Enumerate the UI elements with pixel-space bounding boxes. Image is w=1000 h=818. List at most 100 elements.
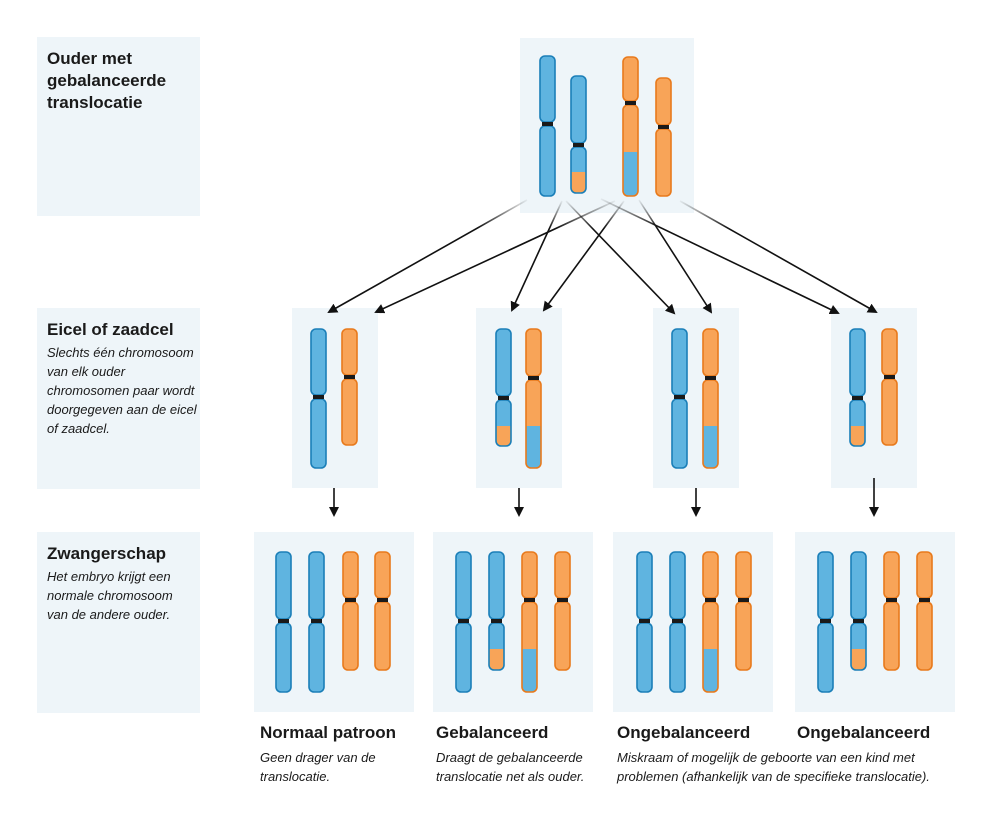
gamete-panel-3 bbox=[653, 308, 739, 488]
chromosome-arm bbox=[735, 551, 752, 599]
centromere bbox=[557, 598, 568, 602]
centromere bbox=[884, 375, 895, 379]
chromosome-arm bbox=[342, 551, 359, 599]
centromere bbox=[278, 619, 289, 623]
centromere bbox=[853, 619, 864, 623]
label-panel-pregnancy bbox=[37, 532, 200, 713]
chromosome-arm bbox=[883, 601, 900, 671]
outcome-title: Normaal patroon bbox=[260, 723, 397, 742]
chromosome-arm bbox=[636, 622, 653, 693]
chromosome-arm bbox=[554, 601, 571, 671]
arrow-parent-to-gamete-4 bbox=[679, 200, 878, 313]
chromosome-blue-long bbox=[310, 328, 327, 469]
arrow-parent-to-gamete-3 bbox=[565, 200, 676, 315]
chromosome-arm bbox=[455, 551, 472, 620]
chromosome-blue-long bbox=[455, 551, 472, 693]
arrow-parent-to-gamete-3 bbox=[638, 199, 713, 314]
outcome-description: Geen drager van de translocatie. bbox=[260, 750, 376, 784]
chromosome-arm bbox=[488, 622, 505, 671]
centromere bbox=[672, 619, 683, 623]
arrow-parent-to-gamete-1 bbox=[327, 199, 528, 313]
arrow-parent-to-gamete-4 bbox=[600, 198, 840, 315]
outcome-balanced: Gebalanceerd Draagt de gebalanceerde tra… bbox=[436, 722, 611, 786]
chromosome-arm bbox=[817, 622, 834, 693]
centromere bbox=[498, 396, 509, 400]
chromosome-arm bbox=[275, 622, 292, 693]
chromosome-arm bbox=[525, 328, 542, 377]
chromosome-arm bbox=[817, 551, 834, 620]
chromosome-blue-long bbox=[539, 55, 556, 197]
chromosome-arm bbox=[883, 551, 900, 599]
chromosome-orange-long bbox=[655, 77, 672, 197]
chromosome-orange-long bbox=[735, 551, 752, 671]
centromere bbox=[458, 619, 469, 623]
parent-label: Ouder met gebalanceerde translocatie bbox=[47, 48, 167, 114]
chromosome-orange-long bbox=[554, 551, 571, 671]
chromosome-orange-long bbox=[374, 551, 391, 671]
chromosome-arm bbox=[669, 622, 686, 693]
pregnancy-description: Het embryo krijgt een normale chromosoom… bbox=[47, 569, 173, 622]
outcome-description: Miskraam of mogelijk de geboorte van een… bbox=[617, 750, 930, 784]
outcome-description: Draagt de gebalanceerde translocatie net… bbox=[436, 750, 585, 784]
label-panel-parent bbox=[37, 37, 200, 216]
chromosome-arm bbox=[570, 146, 587, 194]
chromosome-arm bbox=[622, 104, 639, 197]
chromosome-arm bbox=[671, 328, 688, 396]
centromere bbox=[919, 598, 930, 602]
chromosome-blue-translocated bbox=[495, 328, 512, 447]
chromosome-orange-long bbox=[881, 328, 898, 446]
arrow-parent-to-gamete-2 bbox=[510, 200, 563, 312]
chromosome-arm bbox=[521, 601, 538, 693]
gamete-panel-4 bbox=[831, 308, 917, 488]
chromosome-arm bbox=[554, 551, 571, 599]
chromosome-blue-translocated bbox=[849, 328, 866, 447]
chromosome-blue-translocated bbox=[488, 551, 505, 671]
centromere bbox=[820, 619, 831, 623]
gamete-description: Slechts één chromosoom van elk ouder chr… bbox=[47, 345, 197, 436]
chromosome-arm bbox=[374, 601, 391, 671]
chromosome-orange-long bbox=[916, 551, 933, 671]
chromosome-arm bbox=[455, 622, 472, 693]
centromere bbox=[625, 101, 636, 105]
chromosome-blue-long bbox=[817, 551, 834, 693]
centromere bbox=[344, 375, 355, 379]
gamete-panel-1 bbox=[292, 308, 378, 488]
chromosome-arm bbox=[342, 601, 359, 671]
chromosome-arm bbox=[702, 379, 719, 469]
centromere bbox=[705, 598, 716, 602]
chromosome-blue-long bbox=[636, 551, 653, 693]
chromosome-arm bbox=[655, 77, 672, 126]
centromere bbox=[705, 376, 716, 380]
chromosome-arm bbox=[916, 551, 933, 599]
chromosome-arm bbox=[341, 378, 358, 446]
chromosome-arm bbox=[622, 56, 639, 102]
chromosome-blue-long bbox=[308, 551, 325, 693]
pregnancy-title: Zwangerschap bbox=[47, 544, 167, 563]
label-panel-gamete bbox=[37, 308, 200, 489]
pregnancy-label: Zwangerschap Het embryo krijgt een norma… bbox=[47, 543, 197, 624]
chromosome-arm bbox=[849, 399, 866, 447]
outcome-unbalanced-2: Ongebalanceerd bbox=[797, 722, 977, 744]
chromosome-arm bbox=[310, 398, 327, 469]
chromosome-arm bbox=[702, 601, 719, 693]
chromosome-arm bbox=[636, 551, 653, 620]
chromosome-arm bbox=[275, 551, 292, 620]
chromosome-arm bbox=[916, 601, 933, 671]
centromere bbox=[886, 598, 897, 602]
chromosome-arm bbox=[521, 551, 538, 599]
chromosome-arm bbox=[735, 601, 752, 671]
chromosome-arm bbox=[374, 551, 391, 599]
centromere bbox=[528, 376, 539, 380]
chromosome-orange-long bbox=[342, 551, 359, 671]
centromere bbox=[313, 395, 324, 399]
chromosome-arm bbox=[671, 398, 688, 469]
outcome-normal: Normaal patroon Geen drager van de trans… bbox=[260, 722, 425, 786]
chromosome-arm bbox=[539, 125, 556, 197]
chromosome-orange-translocated bbox=[622, 56, 639, 197]
outcome-title: Ongebalanceerd bbox=[617, 723, 751, 742]
centromere bbox=[573, 143, 584, 147]
arrow-parent-to-gamete-1 bbox=[374, 200, 616, 314]
parent-title: Ouder met gebalanceerde translocatie bbox=[47, 49, 167, 112]
chromosome-blue-long bbox=[275, 551, 292, 693]
chromosome-blue-translocated bbox=[570, 75, 587, 194]
